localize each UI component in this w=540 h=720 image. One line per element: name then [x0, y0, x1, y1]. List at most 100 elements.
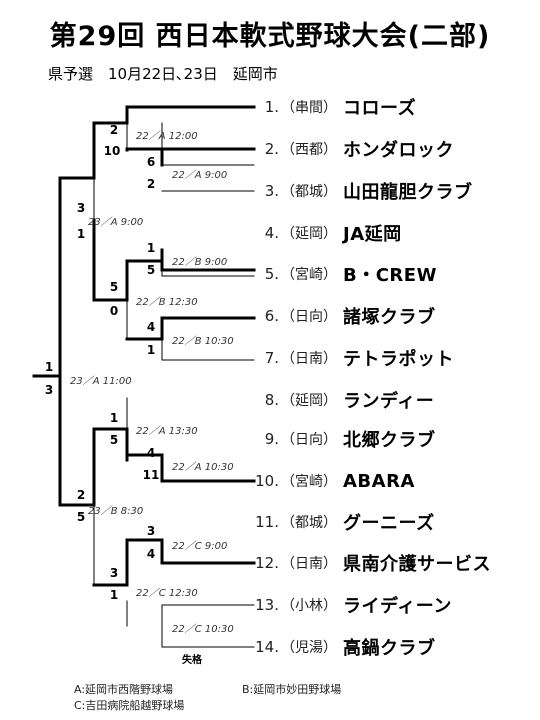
- team-name: グーニーズ: [343, 513, 435, 534]
- team-location: （日向）: [281, 432, 337, 448]
- score: 10: [103, 144, 121, 158]
- team-location: （西都）: [281, 142, 337, 158]
- team-number: 14.: [255, 638, 279, 656]
- team-number: 10.: [255, 472, 279, 490]
- team-row: 1. （串間） コローズ: [253, 94, 416, 120]
- team-name: テトラポット: [343, 349, 454, 370]
- score: 6: [146, 155, 156, 169]
- team-location: （串間）: [281, 100, 337, 116]
- team-row: 4. （延岡） JA延岡: [253, 220, 402, 246]
- team-name: JA延岡: [343, 224, 402, 245]
- score: 1: [109, 588, 119, 602]
- match-info: 22／C 9:00: [172, 541, 228, 552]
- match-info: 22／A 12:00: [136, 131, 198, 142]
- match-info: 22／B 9:00: [172, 257, 228, 268]
- score: 5: [109, 433, 119, 447]
- team-number: 1.: [264, 98, 279, 116]
- team-location: （日向）: [281, 309, 337, 325]
- match-info: 22／A 13:30: [136, 426, 198, 437]
- score: 5: [76, 510, 86, 524]
- team-location: （日南）: [281, 556, 337, 572]
- team-number: 13.: [255, 596, 279, 614]
- match-info: 22／B 12:30: [136, 297, 198, 308]
- match-info: 23／A 9:00: [88, 217, 144, 228]
- team-location: （児湯）: [281, 640, 337, 656]
- score: 3: [76, 201, 86, 215]
- team-row: 6. （日向） 諸塚クラブ: [253, 303, 436, 329]
- team-location: （日南）: [281, 351, 337, 367]
- team-row: 14. （児湯） 高鍋クラブ: [253, 634, 436, 660]
- team-location: （宮崎）: [281, 474, 337, 490]
- score: 5: [146, 263, 156, 277]
- team-number: 5.: [264, 265, 279, 283]
- team-row: 8. （延岡） ランディー: [253, 387, 434, 413]
- team-location: （小林）: [281, 598, 337, 614]
- match-info: 22／A 10:30: [172, 462, 234, 473]
- score: 5: [109, 280, 119, 294]
- team-row: 2. （西都） ホンダロック: [253, 136, 454, 162]
- team-row: 3. （都城） 山田龍胆クラブ: [253, 178, 473, 204]
- team-number: 7.: [264, 349, 279, 367]
- team-location: （都城）: [281, 184, 337, 200]
- match-info: 22／A 9:00: [172, 170, 228, 181]
- team-name: コローズ: [343, 98, 417, 119]
- match-info: 22／C 12:30: [136, 588, 198, 599]
- team-row: 13. （小林） ライディーン: [253, 592, 452, 618]
- team-name: 北郷クラブ: [343, 430, 436, 451]
- team-name: 諸塚クラブ: [343, 307, 436, 328]
- team-location: （延岡）: [281, 226, 337, 242]
- score: 3: [44, 383, 54, 397]
- team-number: 9.: [264, 430, 279, 448]
- team-name: B・CREW: [343, 265, 437, 286]
- team-number: 8.: [264, 391, 279, 409]
- team-row: 9. （日向） 北郷クラブ: [253, 426, 436, 452]
- venue-legend-a: A:延岡市西階野球場: [74, 683, 174, 696]
- score: 1: [76, 227, 86, 241]
- match-info: 22／C 10:30: [172, 624, 234, 635]
- forfeit-note: 失格: [182, 655, 202, 666]
- team-name: ランディー: [343, 391, 435, 412]
- team-number: 12.: [255, 554, 279, 572]
- venue-legend-c: C:吉田病院船越野球場: [74, 699, 185, 712]
- team-row: 7. （日南） テトラポット: [253, 345, 454, 371]
- team-name: 高鍋クラブ: [343, 638, 436, 659]
- team-name: ホンダロック: [343, 140, 454, 161]
- team-number: 4.: [264, 224, 279, 242]
- score: 3: [146, 524, 156, 538]
- team-location: （延岡）: [281, 393, 337, 409]
- team-number: 3.: [264, 182, 279, 200]
- team-number: 11.: [255, 513, 279, 531]
- team-number: 6.: [264, 307, 279, 325]
- score: 2: [146, 177, 156, 191]
- team-row: 11. （都城） グーニーズ: [253, 509, 435, 535]
- score: 11: [142, 468, 160, 482]
- score: 1: [44, 360, 54, 374]
- match-info: 22／B 10:30: [172, 336, 234, 347]
- score: 4: [146, 547, 156, 561]
- score: 2: [76, 488, 86, 502]
- team-location: （都城）: [281, 515, 337, 531]
- team-name: 県南介護サービス: [343, 554, 491, 575]
- score: 0: [109, 304, 119, 318]
- page-subtitle: 県予選 10月22日､23日 延岡市: [48, 65, 278, 83]
- team-row: 5. （宮崎） B・CREW: [253, 261, 437, 287]
- team-row: 10. （宮崎） ABARA: [253, 468, 415, 494]
- team-row: 12. （日南） 県南介護サービス: [253, 550, 491, 576]
- page-title: 第29回 西日本軟式野球大会(二部): [49, 21, 491, 52]
- team-location: （宮崎）: [281, 267, 337, 283]
- venue-legend-b: B:延岡市妙田野球場: [242, 683, 342, 696]
- team-name: ABARA: [343, 470, 415, 492]
- score: 1: [109, 411, 119, 425]
- score: 4: [146, 446, 156, 460]
- score: 1: [146, 343, 156, 357]
- match-info: 23／B 8:30: [88, 506, 144, 517]
- team-name: 山田龍胆クラブ: [343, 182, 473, 203]
- team-name: ライディーン: [343, 596, 452, 617]
- score: 3: [109, 566, 119, 580]
- match-info: 23／A 11:00: [70, 376, 132, 387]
- score: 1: [146, 241, 156, 255]
- score: 4: [146, 320, 156, 334]
- team-number: 2.: [264, 140, 279, 158]
- score: 2: [109, 123, 119, 137]
